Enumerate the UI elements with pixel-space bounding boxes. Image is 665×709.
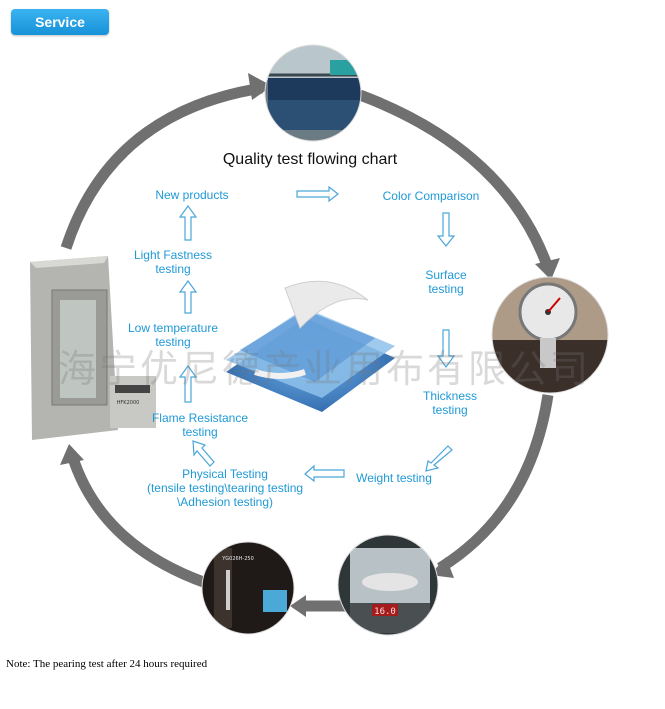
cycle-arrow-bottom-left bbox=[66, 453, 208, 589]
step-physical-line1: Physical Testing bbox=[182, 467, 268, 481]
cycle-arrow-top-right bbox=[358, 89, 554, 270]
step-surface-line1: Surface bbox=[425, 268, 467, 282]
photo-weaving-machine bbox=[264, 44, 362, 142]
step-physical-line2: (tensile testing\tearing testing bbox=[146, 481, 304, 495]
arrow-right-1 bbox=[296, 185, 339, 203]
step-physical-line3: \Adhesion testing) bbox=[176, 495, 274, 509]
arrow-down-2 bbox=[436, 329, 456, 369]
tester-label: YG026H-250 bbox=[221, 556, 254, 562]
step-surface-line2: testing bbox=[428, 282, 464, 296]
arrow-up-1 bbox=[178, 364, 198, 403]
cycle-arrows bbox=[60, 73, 560, 617]
arrow-diag-2 bbox=[192, 440, 215, 467]
step-flame-line2: testing bbox=[182, 425, 218, 439]
arrow-left-1 bbox=[304, 464, 345, 483]
cycle-arrow-top-left bbox=[60, 82, 263, 250]
company-watermark: 海宁优尼德产业用布有限公司 bbox=[58, 347, 592, 391]
arrow-diag-1 bbox=[425, 445, 453, 472]
fabric-layers-image bbox=[220, 264, 397, 429]
flow-arrows bbox=[178, 185, 456, 483]
photo-tensile-tester: YG026H-250 bbox=[201, 541, 295, 635]
step-new-products: New products bbox=[155, 188, 229, 202]
cabinet-label: HFK2000 bbox=[117, 400, 140, 406]
scale-display-text: 16.0 bbox=[374, 607, 396, 617]
step-light-line2: testing bbox=[155, 262, 191, 276]
arrow-up-3 bbox=[178, 204, 198, 241]
step-physical-testing: Physical Testing (tensile testing\tearin… bbox=[140, 467, 310, 509]
service-badge[interactable]: Service bbox=[11, 9, 109, 35]
step-thickness-testing: Thickness testing bbox=[412, 389, 488, 417]
step-thickness-line1: Thickness bbox=[422, 389, 478, 403]
step-surface-testing: Surface testing bbox=[410, 268, 482, 296]
chart-title: Quality test flowing chart bbox=[222, 151, 398, 168]
step-flame-line1: Flame Resistance bbox=[151, 411, 249, 425]
step-thickness-line2: testing bbox=[432, 403, 468, 417]
photo-flame-cabinet: HFK2000 bbox=[30, 256, 156, 440]
step-weight-testing: Weight testing bbox=[356, 471, 432, 485]
step-low-temperature: Low temperature testing bbox=[120, 321, 226, 349]
photo-weighing-scale: 16.0 bbox=[337, 534, 439, 636]
step-lowtemp-line2: testing bbox=[155, 335, 191, 349]
step-lowtemp-line1: Low temperature bbox=[127, 321, 219, 335]
footnote: Note: The pearing test after 24 hours re… bbox=[6, 658, 208, 670]
arrow-down-1 bbox=[436, 212, 456, 247]
step-color-comparison: Color Comparison bbox=[382, 189, 480, 203]
arrow-up-2 bbox=[178, 279, 198, 314]
cycle-arrow-bottom-right bbox=[437, 394, 554, 573]
step-light-line1: Light Fastness bbox=[133, 248, 213, 262]
step-flame-resistance: Flame Resistance testing bbox=[141, 411, 259, 439]
step-light-fastness: Light Fastness testing bbox=[124, 248, 222, 276]
